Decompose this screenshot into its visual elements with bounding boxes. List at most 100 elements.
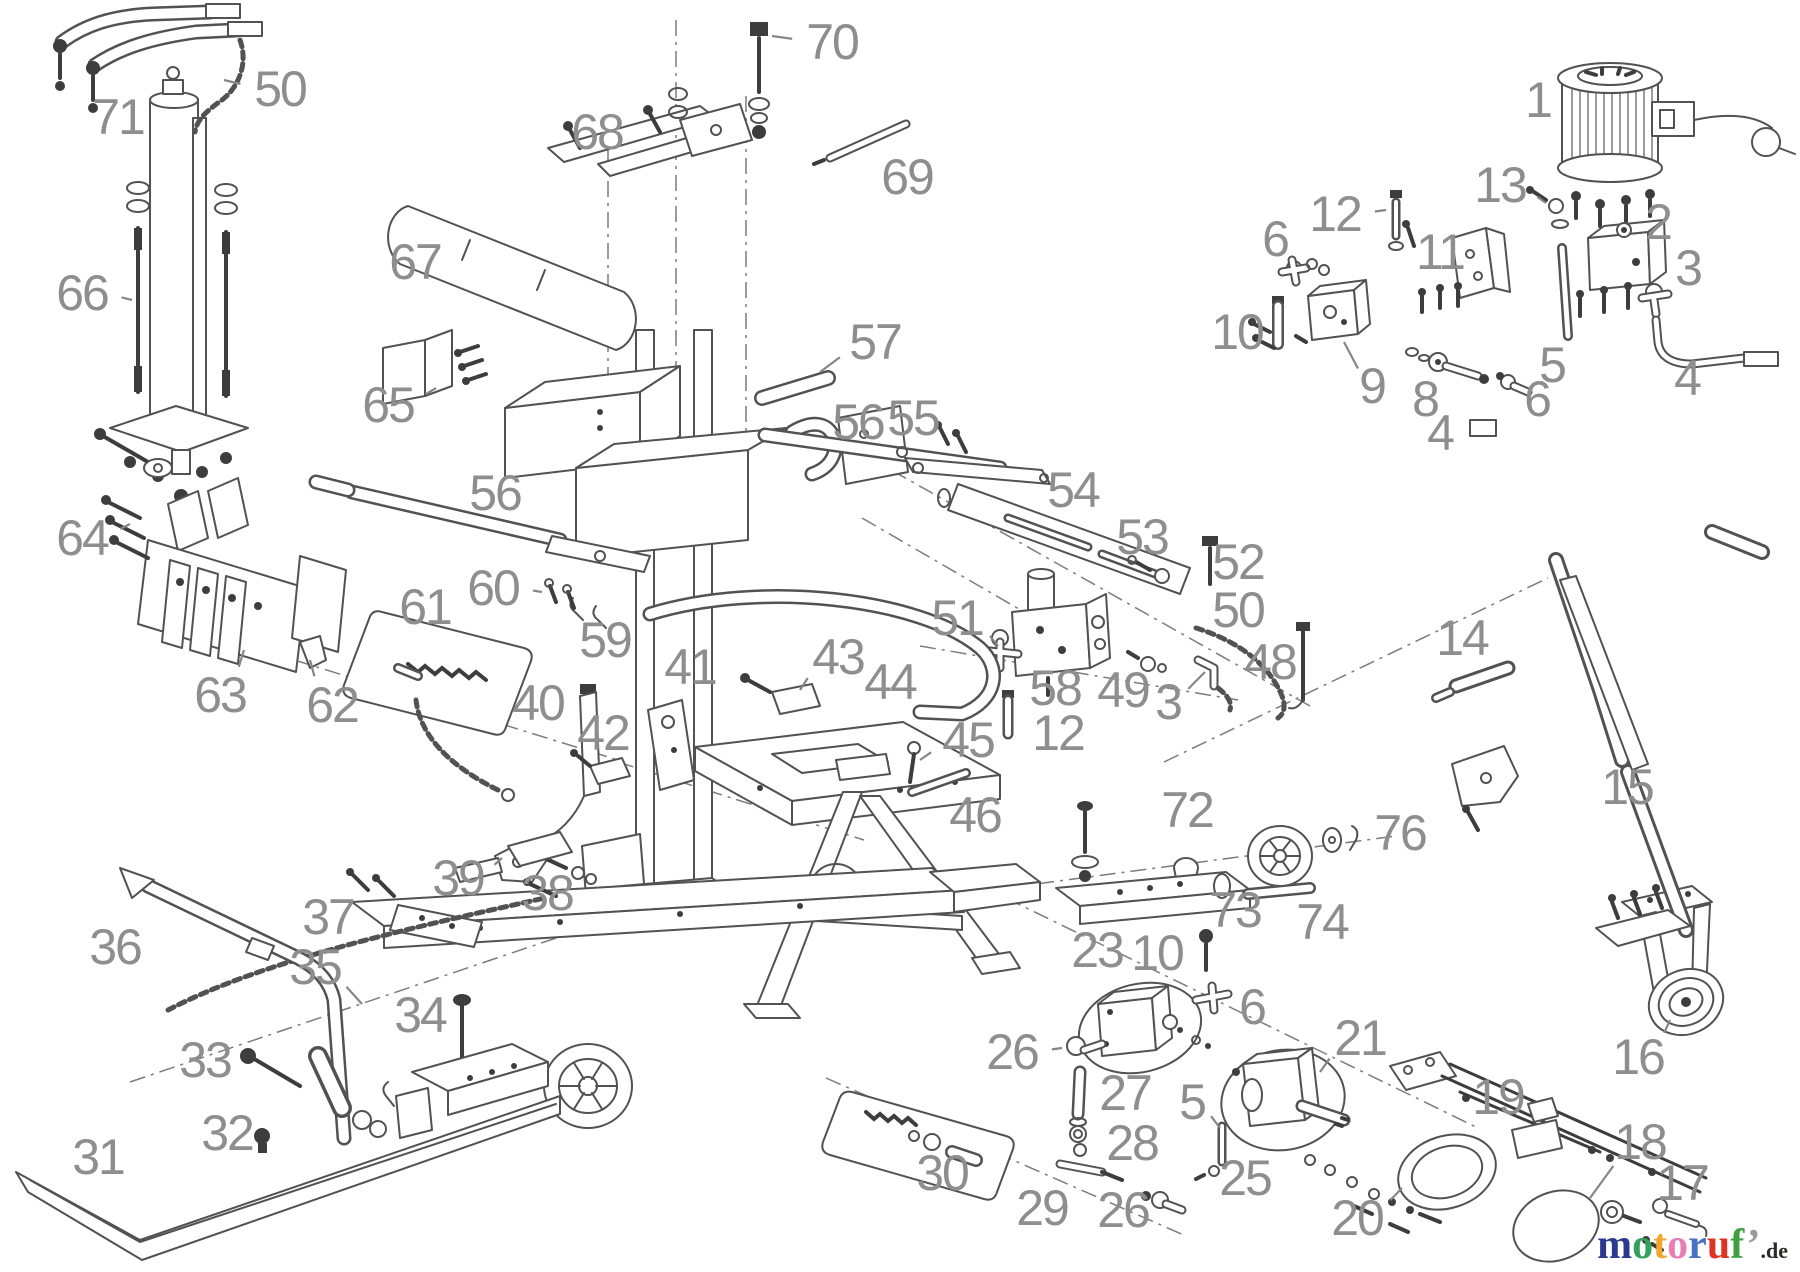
lever-40-41-42: [507, 684, 695, 867]
part-callout-6: 6: [1239, 979, 1265, 1035]
callout-leader-50: [223, 78, 241, 85]
part-callout-3: 3: [1155, 674, 1181, 730]
part-callout-10: 10: [1211, 304, 1263, 360]
base-beam: [351, 863, 1041, 949]
part-callout-38: 38: [521, 865, 573, 921]
part-callout-4: 4: [1427, 405, 1454, 461]
part-callout-14: 14: [1436, 610, 1489, 666]
part-callout-73: 73: [1209, 882, 1261, 938]
part-callout-41: 41: [664, 639, 716, 695]
pump-2-and-fittings: [1248, 186, 1779, 437]
carriage-box: [504, 365, 909, 559]
part-callout-53: 53: [1116, 509, 1168, 565]
part-callout-32: 32: [201, 1105, 253, 1161]
callout-leader-45: [919, 751, 932, 761]
chain-35: [165, 895, 548, 1013]
pins-59-60: [544, 578, 607, 629]
fasteners-55: [896, 421, 968, 474]
part-callout-15: 15: [1601, 759, 1653, 815]
fitting-49: [1126, 650, 1167, 673]
spring-61-chain: [342, 610, 533, 802]
part-callout-61: 61: [399, 579, 451, 635]
logo-letter: ’: [1746, 1222, 1761, 1268]
part-callout-5: 5: [1179, 1074, 1205, 1130]
part-callout-37: 37: [302, 889, 354, 945]
part-callout-18: 18: [1614, 1114, 1666, 1170]
part-callout-39: 39: [432, 850, 484, 906]
bracket-65: [382, 329, 488, 405]
top-bracket-68: [547, 87, 753, 177]
control-valve-58: [1011, 568, 1111, 697]
part-callout-72: 72: [1161, 782, 1213, 838]
part-callout-46: 46: [949, 787, 1001, 843]
part-callout-67: 67: [389, 234, 441, 290]
part-callout-64: 64: [56, 510, 109, 566]
towbar-14-15: [1431, 524, 1770, 947]
callout-leader-3: [1187, 671, 1206, 690]
part-callout-13: 13: [1474, 157, 1526, 213]
part-callout-70: 70: [806, 14, 858, 70]
callout-leader-5: [1210, 1115, 1221, 1129]
callout-leader-66: [121, 296, 133, 302]
motoruf-logo[interactable]: motoruf’.de: [1597, 1224, 1788, 1266]
pump-23: [1077, 981, 1211, 1075]
callout-leader-60: [532, 589, 543, 594]
suction-line-parts-25-29: [1055, 1036, 1227, 1215]
part-callout-21: 21: [1334, 1010, 1386, 1066]
swing-arm-56-right: [757, 427, 1051, 485]
part-callout-44: 44: [864, 654, 917, 710]
callout-leader-57: [819, 356, 841, 373]
threaded-rods-66: [134, 226, 230, 398]
breather-hoses-50: [53, 3, 263, 135]
part-callout-43: 43: [812, 629, 864, 685]
part-callout-12: 12: [1032, 705, 1084, 761]
part-callout-16: 16: [1612, 1029, 1664, 1085]
logo-letter: u: [1706, 1222, 1731, 1268]
pin-45: [907, 741, 921, 784]
bolt-70: [748, 22, 770, 139]
elbow-3b: [1193, 655, 1233, 713]
rod-69: [812, 119, 911, 166]
logo-letter: t: [1653, 1222, 1668, 1268]
part-callout-12: 12: [1309, 186, 1361, 242]
part-callout-3: 3: [1675, 240, 1701, 296]
callout-leader-51: [989, 635, 999, 647]
angle-beam-31: [15, 1095, 561, 1261]
part-callout-23: 23: [1071, 922, 1123, 978]
bolt-48: [1288, 622, 1310, 710]
part-callout-31: 31: [72, 1129, 124, 1185]
part-callout-28: 28: [1106, 1115, 1158, 1171]
axle-shaft-19-20: [1304, 1051, 1708, 1234]
callout-leader-39: [493, 857, 503, 866]
callout-leader-43: [799, 677, 809, 691]
part-callout-34: 34: [394, 987, 447, 1043]
part-callout-59: 59: [579, 612, 631, 668]
part-callout-50: 50: [254, 61, 306, 117]
part-callout-20: 20: [1331, 1190, 1383, 1246]
hitch-parts-32-33-34: [240, 994, 549, 1153]
part-callout-5: 5: [1539, 337, 1565, 393]
part-callout-36: 36: [89, 919, 141, 975]
bumper-36: [119, 867, 352, 1146]
callout-leader-65: [425, 387, 437, 396]
pin-12b: [1002, 690, 1014, 740]
callout-leader-26: [1051, 1046, 1063, 1051]
part-callout-33: 33: [179, 1032, 231, 1088]
handle-pin-46: [907, 768, 971, 797]
part-callout-65: 65: [362, 377, 414, 433]
part-callout-69: 69: [881, 149, 933, 205]
callout-leader-18: [1589, 1165, 1615, 1199]
gearbox-21: [1220, 1047, 1351, 1152]
part-callout-76: 76: [1374, 805, 1426, 861]
hub-disc-18-17: [1512, 1189, 1708, 1263]
callout-leader-63: [237, 649, 246, 668]
part-callout-25: 25: [1219, 1150, 1271, 1206]
part-callout-49: 49: [1097, 662, 1149, 718]
logo-letter: o: [1667, 1222, 1689, 1268]
part-callout-17: 17: [1656, 1155, 1708, 1211]
part-callout-26: 26: [986, 1024, 1038, 1080]
part-callout-60: 60: [467, 560, 519, 616]
part-callout-27: 27: [1099, 1065, 1151, 1121]
